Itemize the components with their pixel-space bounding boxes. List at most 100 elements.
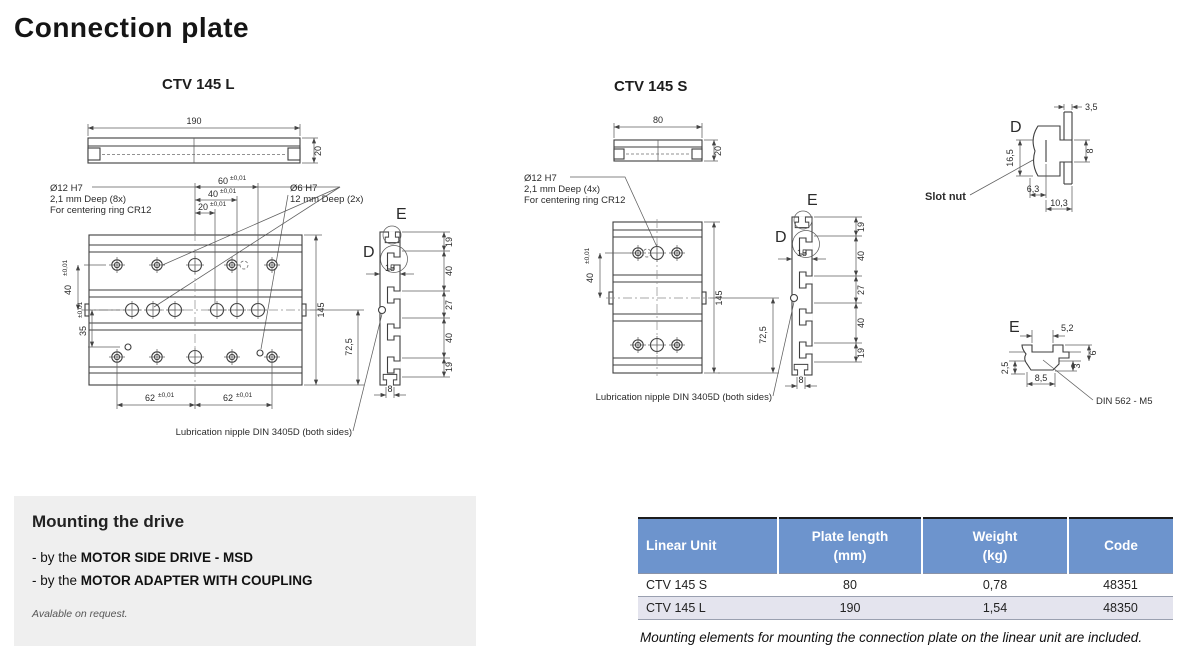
annotation-d12-line2: 2,1 mm Deep (8x) xyxy=(50,194,126,205)
cell-length: 80 xyxy=(843,577,857,592)
dim-5-2: 5,2 xyxy=(1061,323,1074,333)
din-leader xyxy=(1042,359,1094,401)
ctv145l-dims-left: 40 ±0,01 35 ±0,01 xyxy=(62,259,120,348)
dim-6: 6 xyxy=(1088,350,1098,355)
mounting-drive-panel: Mounting the drive - by the MOTOR SIDE D… xyxy=(14,496,476,646)
col-header-weight-unit: (kg) xyxy=(982,547,1008,563)
dim-8-d: 8 xyxy=(1085,148,1095,153)
detail-marker-d: D xyxy=(363,244,375,261)
ctv145s-side-view: E D 15 19 40 27 40 19 8 Lubrication nipp… xyxy=(596,192,866,403)
lubrication-note-s: Lubrication nipple DIN 3405D (both sides… xyxy=(596,392,772,403)
drawing-title-ctv145s: CTV 145 S xyxy=(614,78,688,95)
cell-weight: 1,54 xyxy=(982,600,1008,615)
dim-62-left: 62 xyxy=(145,393,155,403)
col-header-weight: Weight (kg) xyxy=(922,518,1069,574)
cell-code: 48350 xyxy=(1103,600,1138,615)
dim-8: 8 xyxy=(387,384,392,394)
detail-marker-d-s: D xyxy=(775,229,787,246)
cell-length: 190 xyxy=(839,600,861,615)
dim-27: 27 xyxy=(444,300,454,310)
dim-19-top-s: 19 xyxy=(856,222,866,232)
mounting-availability-note: Avalable on request. xyxy=(32,608,128,620)
ctv145s-front-view xyxy=(606,219,710,376)
dim-40-upper-s: 40 xyxy=(856,251,866,261)
dim-40-lower-s: 40 xyxy=(856,318,866,328)
annotation-d12-line3: For centering ring CR12 xyxy=(524,195,625,206)
tolerance-label: ±0,01 xyxy=(158,392,175,399)
dim-3-5: 3,5 xyxy=(1085,102,1098,112)
drawing-ctv145s: 80 20 Ø12 H7 2,1 mm Deep (4x) For center… xyxy=(524,115,866,403)
dim-40: 40 xyxy=(208,189,218,199)
dim-40-lower: 40 xyxy=(444,333,454,343)
col-header-code: Code xyxy=(1068,518,1173,574)
table-footnote: Mounting elements for mounting the conne… xyxy=(640,630,1143,645)
detail-e-title: E xyxy=(1009,319,1020,336)
col-header-plate-length: Plate length (mm) xyxy=(778,518,923,574)
slot-nut-label: Slot nut xyxy=(925,191,966,203)
dim-40-vert-s: 40 xyxy=(585,273,595,283)
dim-15-s: 15 xyxy=(797,248,807,258)
dim-40-vert: 40 xyxy=(63,285,73,295)
col-header-linear-unit: Linear Unit xyxy=(638,518,779,574)
slot-nut-leader xyxy=(969,159,1034,196)
annotation-d12-line3: For centering ring CR12 xyxy=(50,205,151,216)
cell-unit: CTV 145 L xyxy=(646,600,706,615)
ctv145s-dims: 40 ±0,01 145 72,5 xyxy=(584,221,779,374)
table-row-ctv145l: CTV 145 L 190 1,54 48350 xyxy=(638,596,1173,619)
tolerance-label: ±0,01 xyxy=(77,301,84,318)
drawing-title-ctv145l: CTV 145 L xyxy=(162,76,235,93)
col-header-plate-length-unit: (mm) xyxy=(833,547,867,563)
din-nut-profile xyxy=(1009,344,1081,371)
dim-3: 3 xyxy=(1072,363,1082,368)
mounting-heading: Mounting the drive xyxy=(32,512,185,531)
dim-10-3: 10,3 xyxy=(1050,198,1068,208)
ctv145s-annotations: Ø12 H7 2,1 mm Deep (4x) For centering ri… xyxy=(524,173,658,248)
dim-27-s: 27 xyxy=(856,285,866,295)
annotation-d6-line2: 12 mm Deep (2x) xyxy=(290,194,363,205)
mounting-item-msd: - by the MOTOR SIDE DRIVE - MSD xyxy=(32,550,458,565)
dim-72-5-s: 72,5 xyxy=(758,326,768,344)
col-header-weight-line1: Weight xyxy=(972,528,1018,544)
tolerance-label: ±0,01 xyxy=(62,259,69,276)
mounting-item-coupling-prefix: - by the xyxy=(32,573,81,588)
ctv145l-annotations: Ø12 H7 2,1 mm Deep (8x) For centering ri… xyxy=(50,183,363,350)
dim-2-5: 2,5 xyxy=(1000,362,1010,375)
dim-15: 15 xyxy=(385,263,395,273)
detail-d-dims: 3,5 16,5 8 6,3 10,3 xyxy=(1005,102,1098,212)
tolerance-label: ±0,01 xyxy=(210,201,227,208)
dim-35-vert: 35 xyxy=(78,326,88,336)
annotation-d12-line1: Ø12 H7 xyxy=(50,183,83,194)
tolerance-label: ±0,01 xyxy=(236,392,253,399)
lubrication-note-l: Lubrication nipple DIN 3405D (both sides… xyxy=(176,427,352,438)
dim-40-upper: 40 xyxy=(444,266,454,276)
tolerance-label: ±0,01 xyxy=(584,247,591,264)
mounting-item-coupling-name: MOTOR ADAPTER WITH COUPLING xyxy=(80,573,313,588)
detail-e-drawing: E 5,2 6 3 2,5 8,5 DIN 562 - M5 xyxy=(1000,319,1153,407)
ctv145l-dims-bottom: 62 ±0,01 62 ±0,01 xyxy=(116,365,273,409)
ctv145l-dims-right: 145 72,5 xyxy=(304,234,364,386)
detail-marker-e-s: E xyxy=(807,192,818,209)
col-header-plate-length-line1: Plate length xyxy=(811,528,889,544)
annotation-d12-line2: 2,1 mm Deep (4x) xyxy=(524,184,600,195)
dim-19-bottom-s: 19 xyxy=(856,348,866,358)
cell-weight: 0,78 xyxy=(982,577,1008,592)
dim-19-bottom: 19 xyxy=(444,362,454,372)
dim-6-3: 6,3 xyxy=(1027,184,1040,194)
cell-unit: CTV 145 S xyxy=(646,577,708,592)
dim-plate-length-s: 80 xyxy=(653,115,663,125)
detail-marker-e: E xyxy=(396,206,407,223)
table-header-row: Linear Unit Plate length (mm) Weight (kg… xyxy=(638,518,1173,574)
detail-d-title: D xyxy=(1010,119,1022,136)
mounting-item-msd-name: MOTOR SIDE DRIVE - MSD xyxy=(80,550,254,565)
slot-nut-profile xyxy=(1032,111,1073,185)
dim-20: 20 xyxy=(198,202,208,212)
dim-plate-length-l: 190 xyxy=(186,116,201,126)
annotation-d6-line1: Ø6 H7 xyxy=(290,183,317,194)
ctv145s-top-view: 80 20 xyxy=(613,115,723,162)
ctv145l-side-view: E D 15 19 40 27 40 19 8 Lubrication nipp… xyxy=(176,206,454,438)
tolerance-label: ±0,01 xyxy=(230,175,247,182)
tolerance-label: ±0,01 xyxy=(220,188,237,195)
dim-plate-thickness-s: 20 xyxy=(713,146,723,156)
mounting-item-msd-prefix: - by the xyxy=(32,550,81,565)
detail-e-dims: 5,2 6 3 2,5 8,5 xyxy=(1000,323,1098,387)
